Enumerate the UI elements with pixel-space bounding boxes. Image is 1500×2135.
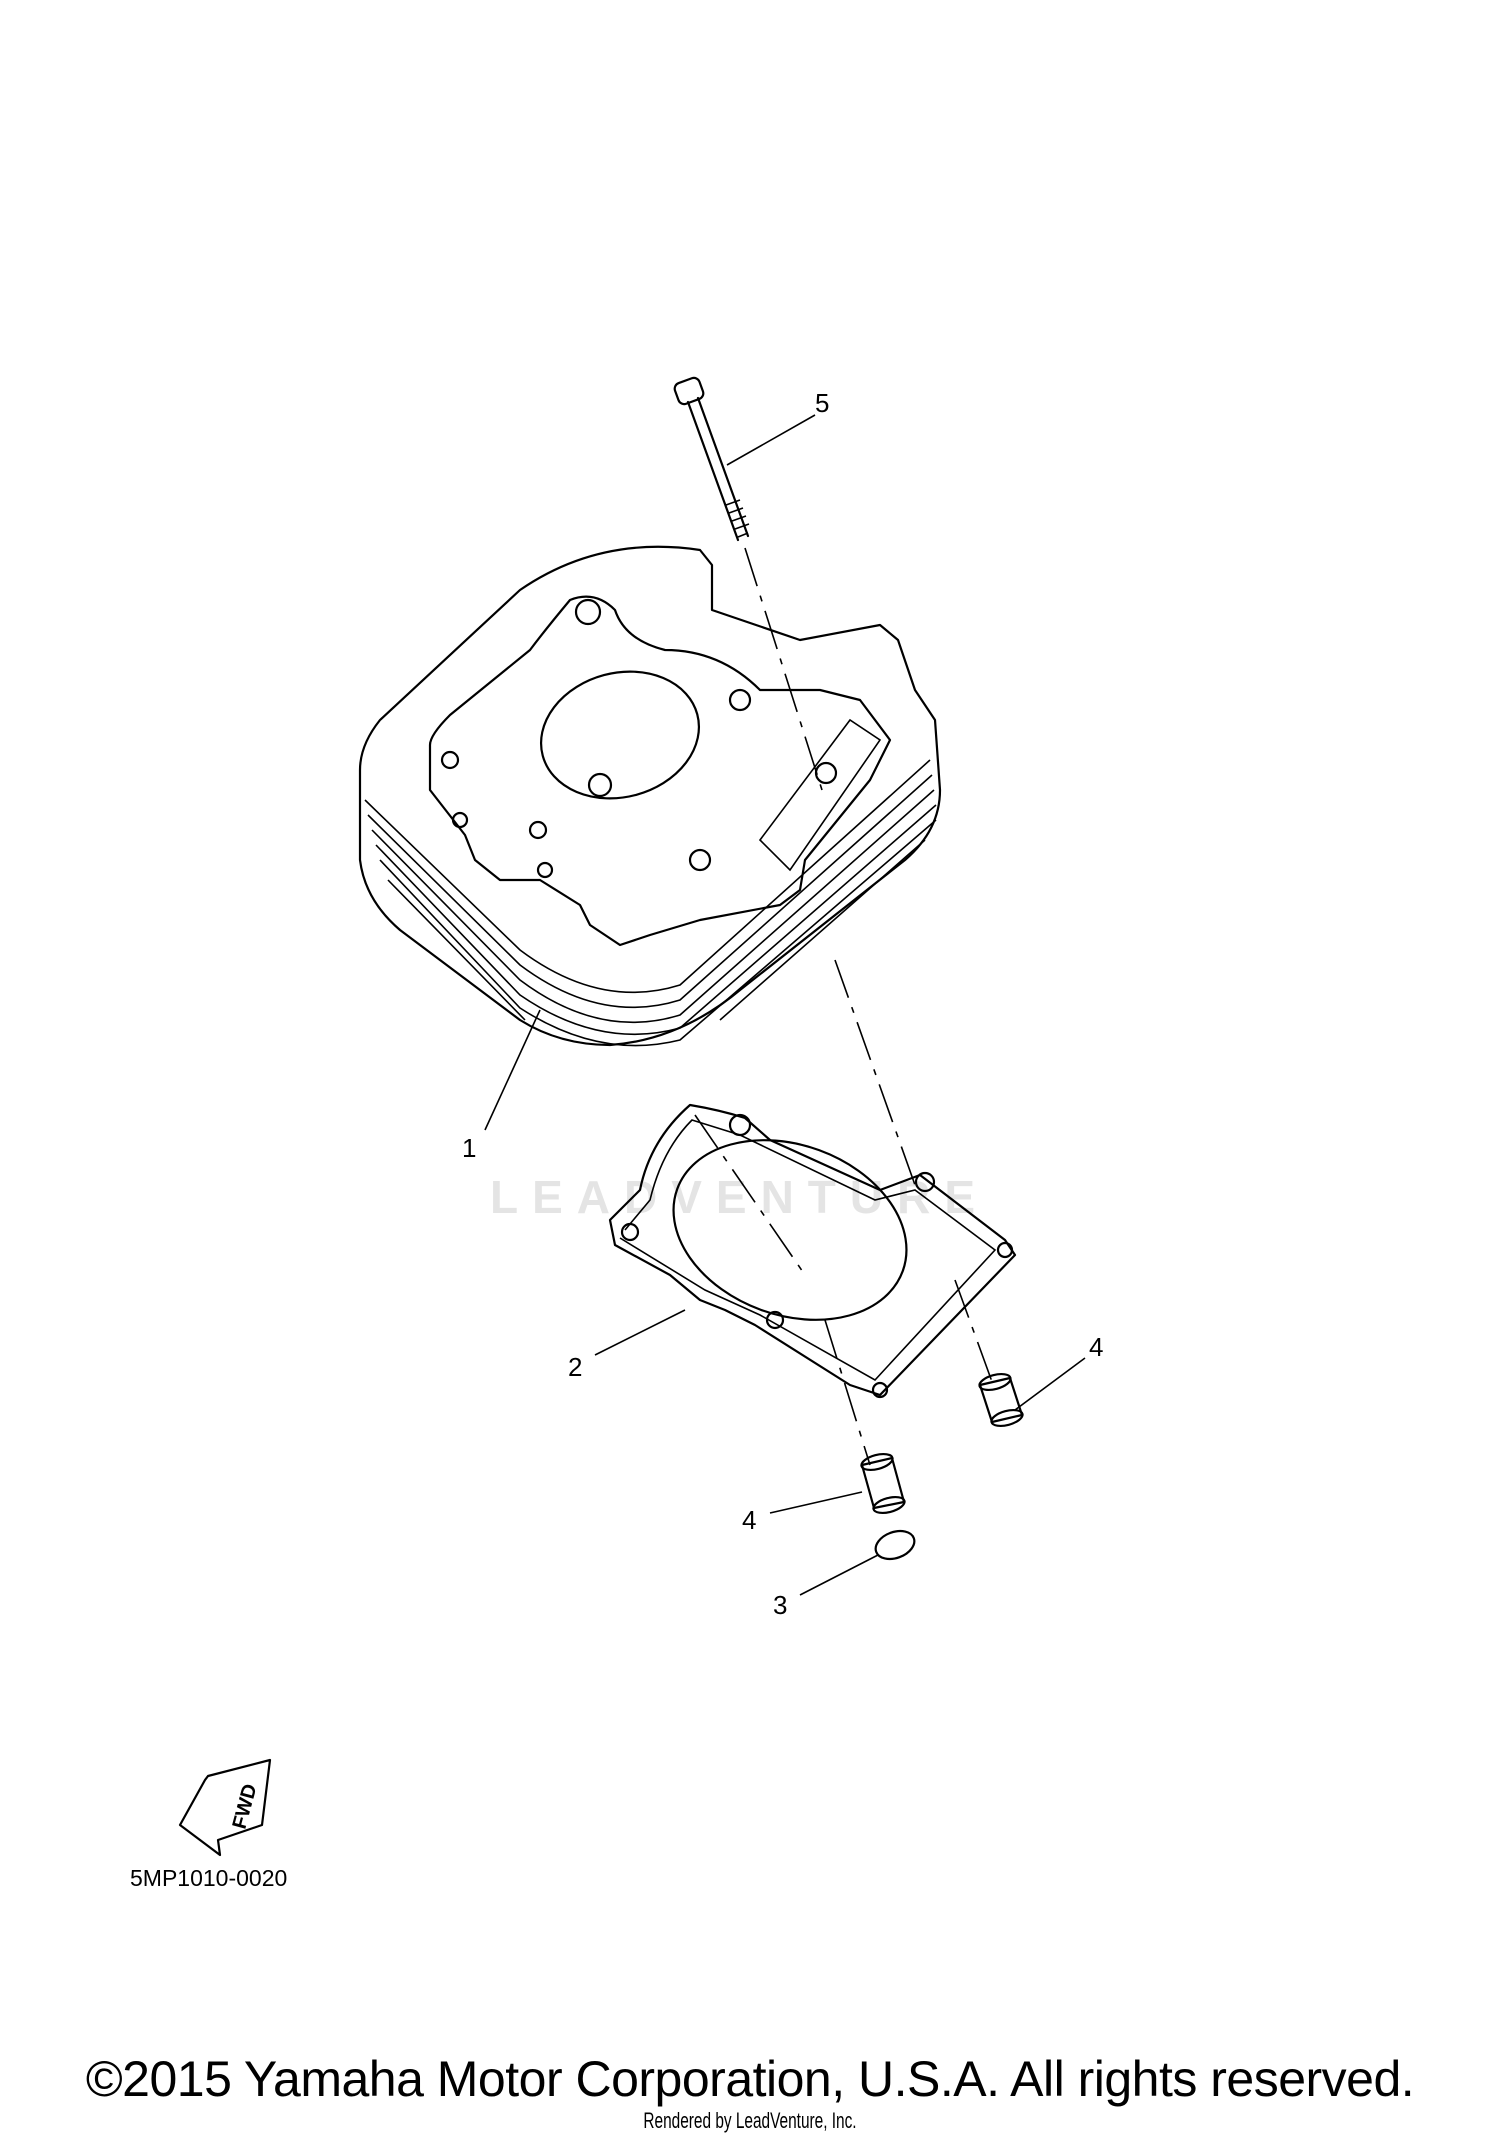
leader-line bbox=[484, 1009, 541, 1131]
part-bolt[interactable] bbox=[673, 376, 750, 542]
diagram-code: 5MP1010-0020 bbox=[130, 1865, 288, 1891]
part-dowel-pin-right[interactable] bbox=[978, 1371, 1025, 1429]
leader-line bbox=[1014, 1357, 1086, 1411]
leader-line bbox=[726, 414, 816, 466]
center-line bbox=[744, 547, 823, 791]
callout-1[interactable]: 1 bbox=[462, 1133, 476, 1163]
leader-line bbox=[769, 1491, 863, 1514]
copyright-notice: ©2015 Yamaha Motor Corporation, U.S.A. A… bbox=[85, 2051, 1415, 2107]
fwd-arrow-icon: FWD bbox=[178, 1758, 272, 1857]
rendered-by-notice: Rendered by LeadVenture, Inc. bbox=[643, 2108, 857, 2133]
callout-4-right[interactable]: 4 bbox=[1089, 1332, 1103, 1362]
callout-2[interactable]: 2 bbox=[568, 1352, 582, 1382]
callout-4-left[interactable]: 4 bbox=[742, 1505, 756, 1535]
part-o-ring[interactable] bbox=[872, 1526, 918, 1564]
callout-3[interactable]: 3 bbox=[773, 1590, 787, 1620]
center-line bbox=[824, 1319, 871, 1466]
part-cylinder[interactable] bbox=[358, 545, 942, 1047]
part-cylinder-gasket[interactable] bbox=[608, 1103, 1017, 1399]
callout-5[interactable]: 5 bbox=[815, 388, 829, 418]
center-line bbox=[954, 1279, 996, 1391]
part-dowel-pin-left[interactable] bbox=[860, 1451, 907, 1516]
leader-line bbox=[594, 1309, 686, 1356]
fwd-label: FWD bbox=[229, 1782, 262, 1832]
center-line bbox=[834, 959, 916, 1186]
center-line bbox=[694, 1114, 806, 1276]
watermark: LEADVENTURE bbox=[490, 1171, 990, 1223]
leader-line bbox=[799, 1554, 879, 1596]
